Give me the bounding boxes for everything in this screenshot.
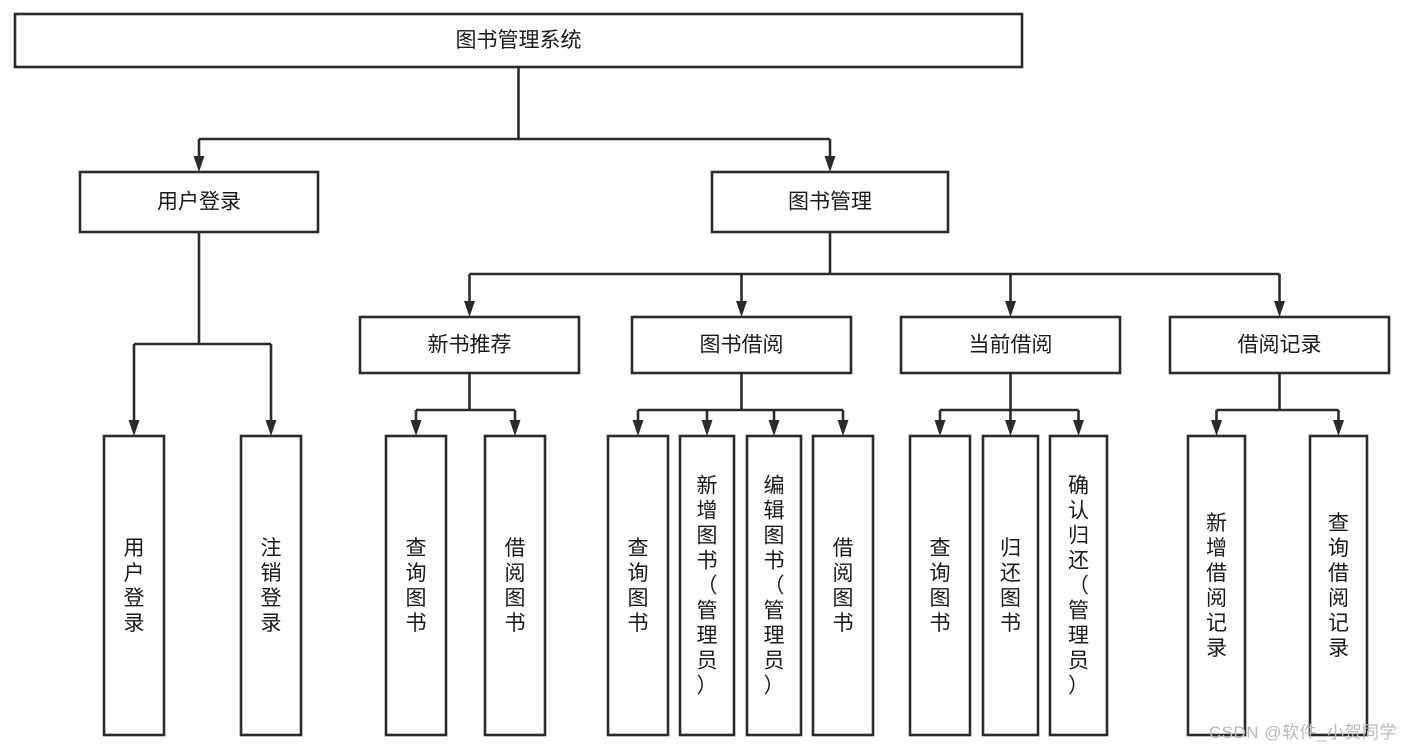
node-level1-用户登录[interactable]: 用户登录 <box>78 170 320 234</box>
node-leaf-查询借阅记录[interactable]: 查询借阅记录 <box>1308 434 1369 737</box>
edges-root-to-level1 <box>193 67 836 172</box>
node-label: 新增图书（管理员） <box>697 475 718 698</box>
node-leaf-归还图书[interactable]: 归还图书 <box>981 434 1040 737</box>
node-label: 编辑图书（管理员） <box>764 475 785 698</box>
node-rect <box>908 434 972 737</box>
node-leaf-确认归还管理员[interactable]: 确认归还（管理员） <box>1048 434 1109 737</box>
arrow-head-icon <box>1073 420 1084 436</box>
arrow-head-icon <box>410 420 422 436</box>
node-leaf-借阅图书[interactable]: 借阅图书 <box>811 434 875 737</box>
node-rect <box>384 434 448 737</box>
node-leaf-注销登录[interactable]: 注销登录 <box>239 434 303 737</box>
edges-layer <box>128 67 1344 436</box>
node-rect <box>899 315 1122 375</box>
node-label: 用户登录 <box>124 537 145 635</box>
arrow-head-icon <box>1005 301 1016 317</box>
arrow-head-icon <box>632 420 644 436</box>
node-label: 借阅记录 <box>1238 334 1322 357</box>
node-rect <box>678 434 736 737</box>
node-rect <box>1168 315 1391 375</box>
node-label: 查询图书 <box>406 537 427 635</box>
arrow-head-icon <box>464 301 475 317</box>
node-level2-新书推荐[interactable]: 新书推荐 <box>358 315 581 375</box>
node-label: 确认归还（管理员） <box>1068 475 1089 698</box>
node-rect <box>102 434 166 737</box>
node-label: 图书借阅 <box>700 334 784 357</box>
arrow-head-icon <box>736 301 747 317</box>
node-rect <box>1048 434 1109 737</box>
arrow-head-icon <box>1005 420 1016 436</box>
node-rect <box>811 434 875 737</box>
arrow-head-icon <box>837 420 849 436</box>
arrow-head-icon <box>824 156 836 172</box>
node-label: 图书管理系统 <box>456 29 582 52</box>
node-rect <box>606 434 670 737</box>
arrow-head-icon <box>1211 420 1222 436</box>
node-label: 注销登录 <box>261 537 282 635</box>
edges-借阅记录-to-leaves <box>1211 373 1344 436</box>
node-label: 查询图书 <box>628 537 649 635</box>
node-leaf-查询图书[interactable]: 查询图书 <box>384 434 448 737</box>
node-level2-当前借阅[interactable]: 当前借阅 <box>899 315 1122 375</box>
arrow-head-icon <box>1333 420 1344 436</box>
node-rect <box>1308 434 1369 737</box>
node-level1-图书管理[interactable]: 图书管理 <box>710 170 950 234</box>
node-leaf-查询图书[interactable]: 查询图书 <box>606 434 670 737</box>
node-label: 用户登录 <box>157 191 241 214</box>
node-label: 查询借阅记录 <box>1328 512 1349 660</box>
edges-userlogin-to-leaves <box>128 232 277 436</box>
node-root-图书管理系统[interactable]: 图书管理系统 <box>13 12 1024 69</box>
arrow-head-icon <box>509 420 521 436</box>
arrow-head-icon <box>265 420 277 436</box>
node-rect <box>745 434 803 737</box>
node-rect <box>981 434 1040 737</box>
edges-当前借阅-to-leaves <box>934 373 1084 436</box>
node-leaf-借阅图书[interactable]: 借阅图书 <box>483 434 547 737</box>
node-rect <box>239 434 303 737</box>
edges-图书借阅-to-leaves <box>632 373 849 436</box>
node-leaf-用户登录[interactable]: 用户登录 <box>102 434 166 737</box>
arrow-head-icon <box>1274 301 1285 317</box>
node-label: 借阅图书 <box>833 537 854 635</box>
nodes-layer: 图书管理系统用户登录图书管理新书推荐图书借阅当前借阅借阅记录用户登录注销登录查询… <box>13 12 1391 737</box>
node-rect <box>483 434 547 737</box>
arrow-head-icon <box>934 420 946 436</box>
edges-bookmgmt-to-level2 <box>464 232 1285 317</box>
arrow-head-icon <box>701 420 713 436</box>
node-rect <box>13 12 1024 69</box>
node-label: 归还图书 <box>1000 537 1021 635</box>
arrow-head-icon <box>768 420 780 436</box>
node-leaf-查询图书[interactable]: 查询图书 <box>908 434 972 737</box>
node-leaf-新增借阅记录[interactable]: 新增借阅记录 <box>1186 434 1247 737</box>
node-rect <box>358 315 581 375</box>
node-label: 查询图书 <box>930 537 951 635</box>
node-level2-借阅记录[interactable]: 借阅记录 <box>1168 315 1391 375</box>
node-rect <box>78 170 320 234</box>
node-rect <box>630 315 853 375</box>
node-leaf-新增图书管理员[interactable]: 新增图书（管理员） <box>678 434 736 737</box>
node-label: 借阅图书 <box>505 537 526 635</box>
arrow-head-icon <box>193 156 205 172</box>
node-label: 当前借阅 <box>969 334 1053 357</box>
edges-新书推荐-to-leaves <box>410 373 521 436</box>
node-rect <box>710 170 950 234</box>
node-rect <box>1186 434 1247 737</box>
node-label: 新增借阅记录 <box>1206 512 1227 660</box>
node-level2-图书借阅[interactable]: 图书借阅 <box>630 315 853 375</box>
node-label: 图书管理 <box>788 191 872 214</box>
node-label: 新书推荐 <box>428 334 512 357</box>
arrow-head-icon <box>128 420 140 436</box>
node-leaf-编辑图书管理员[interactable]: 编辑图书（管理员） <box>745 434 803 737</box>
